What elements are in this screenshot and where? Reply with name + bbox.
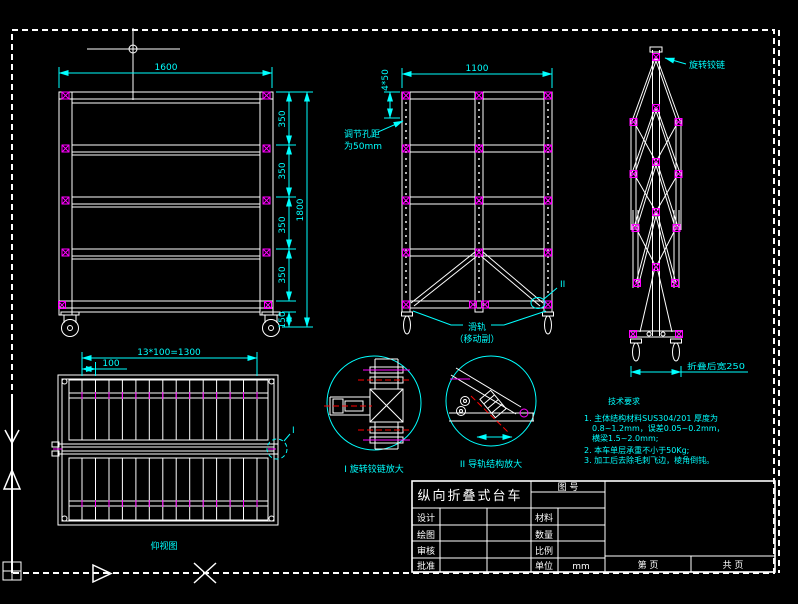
caster-icon xyxy=(630,338,642,362)
title-block: 纵向折叠式台车 图 号 设计 绘图 审核 批准 材料 数量 比例 单位 mm 第… xyxy=(411,480,776,573)
note-hole-label: 调节孔距 xyxy=(344,129,380,140)
dim-seg-label: 350 xyxy=(278,162,288,179)
note-rail-label: 滑轨 xyxy=(468,321,486,333)
bottom-view: 13*100=1300 100 I 仰视图 xyxy=(51,348,295,552)
dim-seg-label: 350 xyxy=(278,216,288,233)
caster-icon xyxy=(401,311,413,335)
material-label: 材料 xyxy=(535,512,553,524)
fold-arrow-icon xyxy=(92,563,113,584)
hinge-markers xyxy=(629,53,683,338)
note-rail-label: （移动副） xyxy=(454,333,499,345)
note-hinge-label: 旋转铰链 xyxy=(689,59,725,71)
view-label: 仰视图 xyxy=(150,540,177,552)
approve-label: 批准 xyxy=(417,560,435,572)
dim-seg-label: 350 xyxy=(278,266,288,283)
corner-registration-icon xyxy=(2,561,22,581)
front-view: 1600 350 350 350 350 1800 150 xyxy=(58,28,313,337)
tech-line: 3. 加工后去除毛刺飞边，棱角倒钝。 xyxy=(584,455,714,465)
crosshair-icon xyxy=(87,28,180,100)
slat-fastener-marks xyxy=(53,392,276,507)
caster-icon xyxy=(670,338,682,362)
draw-label: 绘图 xyxy=(417,529,435,541)
caster-icon xyxy=(60,311,80,337)
design-label: 设计 xyxy=(417,512,435,524)
dim-pitch-label: 100 xyxy=(102,359,119,369)
scale-label: 比例 xyxy=(535,545,553,557)
plot-marks xyxy=(2,397,217,584)
quantity-label: 数量 xyxy=(535,529,553,541)
drawing-no-label: 图 号 xyxy=(558,482,579,493)
cross-mark-icon xyxy=(193,562,217,584)
dim-total-height-label: 1800 xyxy=(296,198,306,221)
tech-line: 横梁1.5~2.0mm; xyxy=(592,433,658,443)
detail1-label: I 旋转铰链放大 xyxy=(344,463,404,475)
dim-front-width-label: 1600 xyxy=(155,63,178,73)
unit-label: 单位 xyxy=(535,560,553,572)
detail-i-view: I 旋转铰链放大 xyxy=(324,355,422,475)
note-hole-label: 为50mm xyxy=(344,140,382,152)
detail-ii-view: II 导轨结构放大 xyxy=(445,355,537,470)
dim-slats-label: 13*100=1300 xyxy=(137,348,201,358)
tech-line: 2. 本车单层承重不小于50Kg; xyxy=(584,445,689,455)
detail2-label: II 导轨结构放大 xyxy=(460,458,522,470)
detail-ref-label: I xyxy=(292,426,295,436)
page-label: 第 页 xyxy=(638,559,659,571)
tech-requirements: 技术要求 1. 主体结构材料SUS304/201 厚度为 0.8~1.2mm，误… xyxy=(584,396,725,465)
side-view: 1100 4*50 调节孔距 为50mm II 滑轨 （移动副） xyxy=(344,64,565,345)
dim-hole-pitch-label: 4*50 xyxy=(381,69,391,91)
dim-folded-label: 折叠后宽250 xyxy=(687,361,745,371)
folded-view: 旋转铰链 折叠后宽250 xyxy=(629,46,748,377)
hinge-markers xyxy=(58,91,272,309)
tech-line: 0.8~1.2mm，误差0.05~0.2mm， xyxy=(592,423,725,433)
drawing-title: 纵向折叠式台车 xyxy=(417,488,522,504)
tech-title: 技术要求 xyxy=(608,396,640,406)
caster-icon xyxy=(542,311,554,335)
pages-label: 共 页 xyxy=(723,560,744,571)
hinge-markers xyxy=(402,91,552,309)
dim-side-width-label: 1100 xyxy=(466,64,489,74)
check-label: 审核 xyxy=(417,545,435,557)
dim-bottom-label: 150 xyxy=(278,311,288,328)
unit-value: mm xyxy=(572,562,590,572)
dim-seg-label: 350 xyxy=(278,110,288,127)
detail-ref-label: II xyxy=(560,280,565,290)
drawing-frame xyxy=(11,29,780,574)
post-holes xyxy=(405,102,549,298)
tech-line: 1. 主体结构材料SUS304/201 厚度为 xyxy=(584,413,718,423)
